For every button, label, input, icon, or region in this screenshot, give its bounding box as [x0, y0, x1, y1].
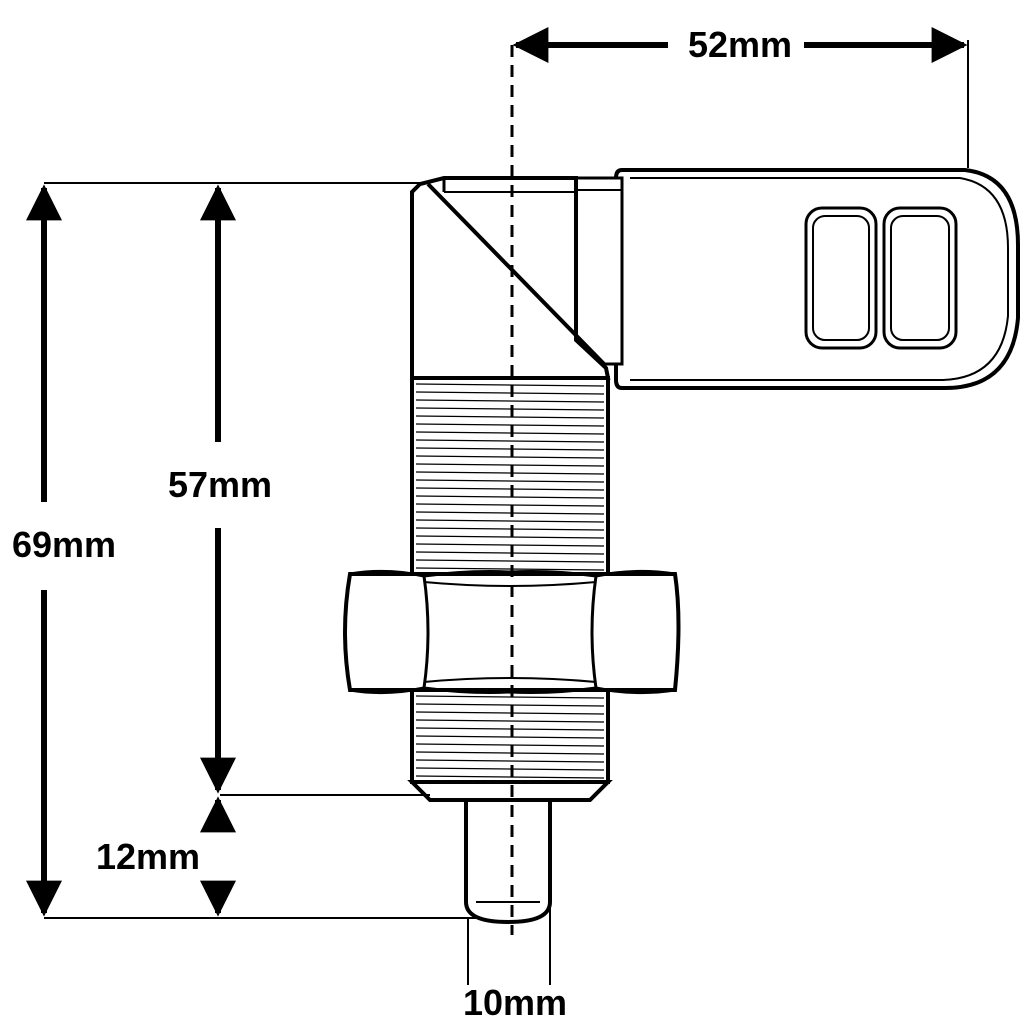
handle-knob	[614, 168, 1020, 390]
thread-line	[415, 759, 605, 763]
thread-line	[415, 559, 605, 563]
thread-line	[415, 471, 605, 475]
thread-line	[415, 527, 605, 531]
thread-line	[415, 511, 605, 515]
thread-line	[415, 519, 605, 523]
grip-slot-right	[882, 206, 958, 350]
grip-slot-left	[804, 206, 878, 350]
thread-line	[415, 431, 605, 435]
plunger-part	[343, 168, 1020, 925]
thread-line	[415, 439, 605, 443]
thread-line	[415, 743, 605, 747]
label-10mm: 10mm	[463, 982, 567, 1023]
thread-line	[415, 735, 605, 739]
thread-line	[415, 703, 605, 707]
extension-lines	[44, 40, 969, 985]
thread-line	[415, 551, 605, 555]
thread-line	[415, 423, 605, 427]
thread-line	[415, 415, 605, 419]
neck	[574, 176, 624, 366]
thread-line	[415, 719, 605, 723]
label-57mm: 57mm	[168, 464, 272, 505]
dimension-69mm: 69mm	[12, 184, 116, 917]
thread-line	[415, 767, 605, 771]
thread-line	[415, 455, 605, 459]
pin	[464, 798, 552, 925]
thread-line	[415, 383, 605, 387]
label-52mm: 52mm	[688, 24, 792, 65]
dimension-52mm: 52mm	[512, 24, 968, 65]
thread-line	[415, 695, 605, 699]
thread-line	[415, 535, 605, 539]
thread-lines	[415, 383, 605, 779]
thread-line	[415, 487, 605, 491]
thread-line	[415, 503, 605, 507]
thread-line	[415, 399, 605, 403]
dimension-12mm: 12mm	[96, 796, 236, 917]
thread-line	[415, 567, 605, 571]
dimension-57mm: 57mm	[168, 184, 272, 794]
thread-line	[415, 391, 605, 395]
thread-line	[415, 727, 605, 731]
thread-line	[415, 711, 605, 715]
thread-line	[415, 775, 605, 779]
thread-line	[415, 463, 605, 467]
label-69mm: 69mm	[12, 524, 116, 565]
thread-line	[415, 407, 605, 411]
thread-line	[415, 479, 605, 483]
label-12mm: 12mm	[96, 836, 200, 877]
thread-line	[415, 495, 605, 499]
thread-line	[415, 543, 605, 547]
thread-line	[415, 751, 605, 755]
thread-line	[415, 447, 605, 451]
